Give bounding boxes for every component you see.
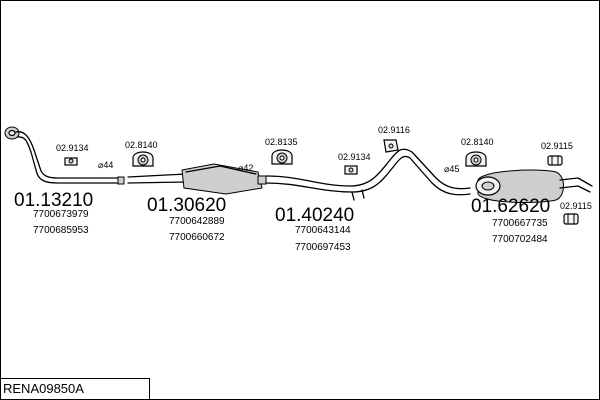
bracket-icon-1 <box>383 139 399 153</box>
clamp-icon-2 <box>271 149 293 165</box>
accessory-code: 02.8140 <box>461 137 494 147</box>
oem-number: 7700643144 <box>295 225 351 236</box>
rubber-mount-icon-1 <box>547 155 563 166</box>
part-number: 01.13210 <box>14 190 93 211</box>
hanger-icon-2 <box>344 165 358 175</box>
oem-number: 7700660672 <box>169 232 225 243</box>
middle-pipe-drawing <box>265 148 471 201</box>
part-number: 01.30620 <box>147 195 226 216</box>
diameter-label: ⌀42 <box>238 163 253 173</box>
oem-number: 7700697453 <box>295 242 351 253</box>
part-number: 01.40240 <box>275 205 354 226</box>
diameter-label: ⌀45 <box>444 164 459 174</box>
oem-number: 7700685953 <box>33 225 89 236</box>
accessory-code: 02.9116 <box>378 125 410 135</box>
oem-number: 7700702484 <box>492 234 548 245</box>
clamp-icon-1 <box>132 151 154 167</box>
oem-number: 7700667735 <box>492 218 548 229</box>
hanger-icon-1 <box>64 157 78 166</box>
accessory-code: 02.9134 <box>56 143 89 153</box>
accessory-code: 02.9115 <box>560 201 592 211</box>
rubber-mount-icon-2 <box>563 213 579 225</box>
accessory-code: 02.9134 <box>338 152 371 162</box>
accessory-code: 02.8140 <box>125 140 158 150</box>
accessory-code: 02.8135 <box>265 137 298 147</box>
accessory-code: 02.9115 <box>541 141 573 151</box>
diameter-label: ⌀44 <box>98 160 113 170</box>
front-pipe-drawing <box>4 126 125 185</box>
rear-silencer-drawing <box>475 169 593 203</box>
oem-number: 7700673979 <box>33 209 89 220</box>
oem-number: 7700642889 <box>169 216 225 227</box>
clamp-icon-3 <box>465 151 487 167</box>
part-number: 01.62620 <box>471 196 550 217</box>
front-silencer-drawing <box>127 163 267 195</box>
reference-code: RENA09850A <box>0 378 150 399</box>
